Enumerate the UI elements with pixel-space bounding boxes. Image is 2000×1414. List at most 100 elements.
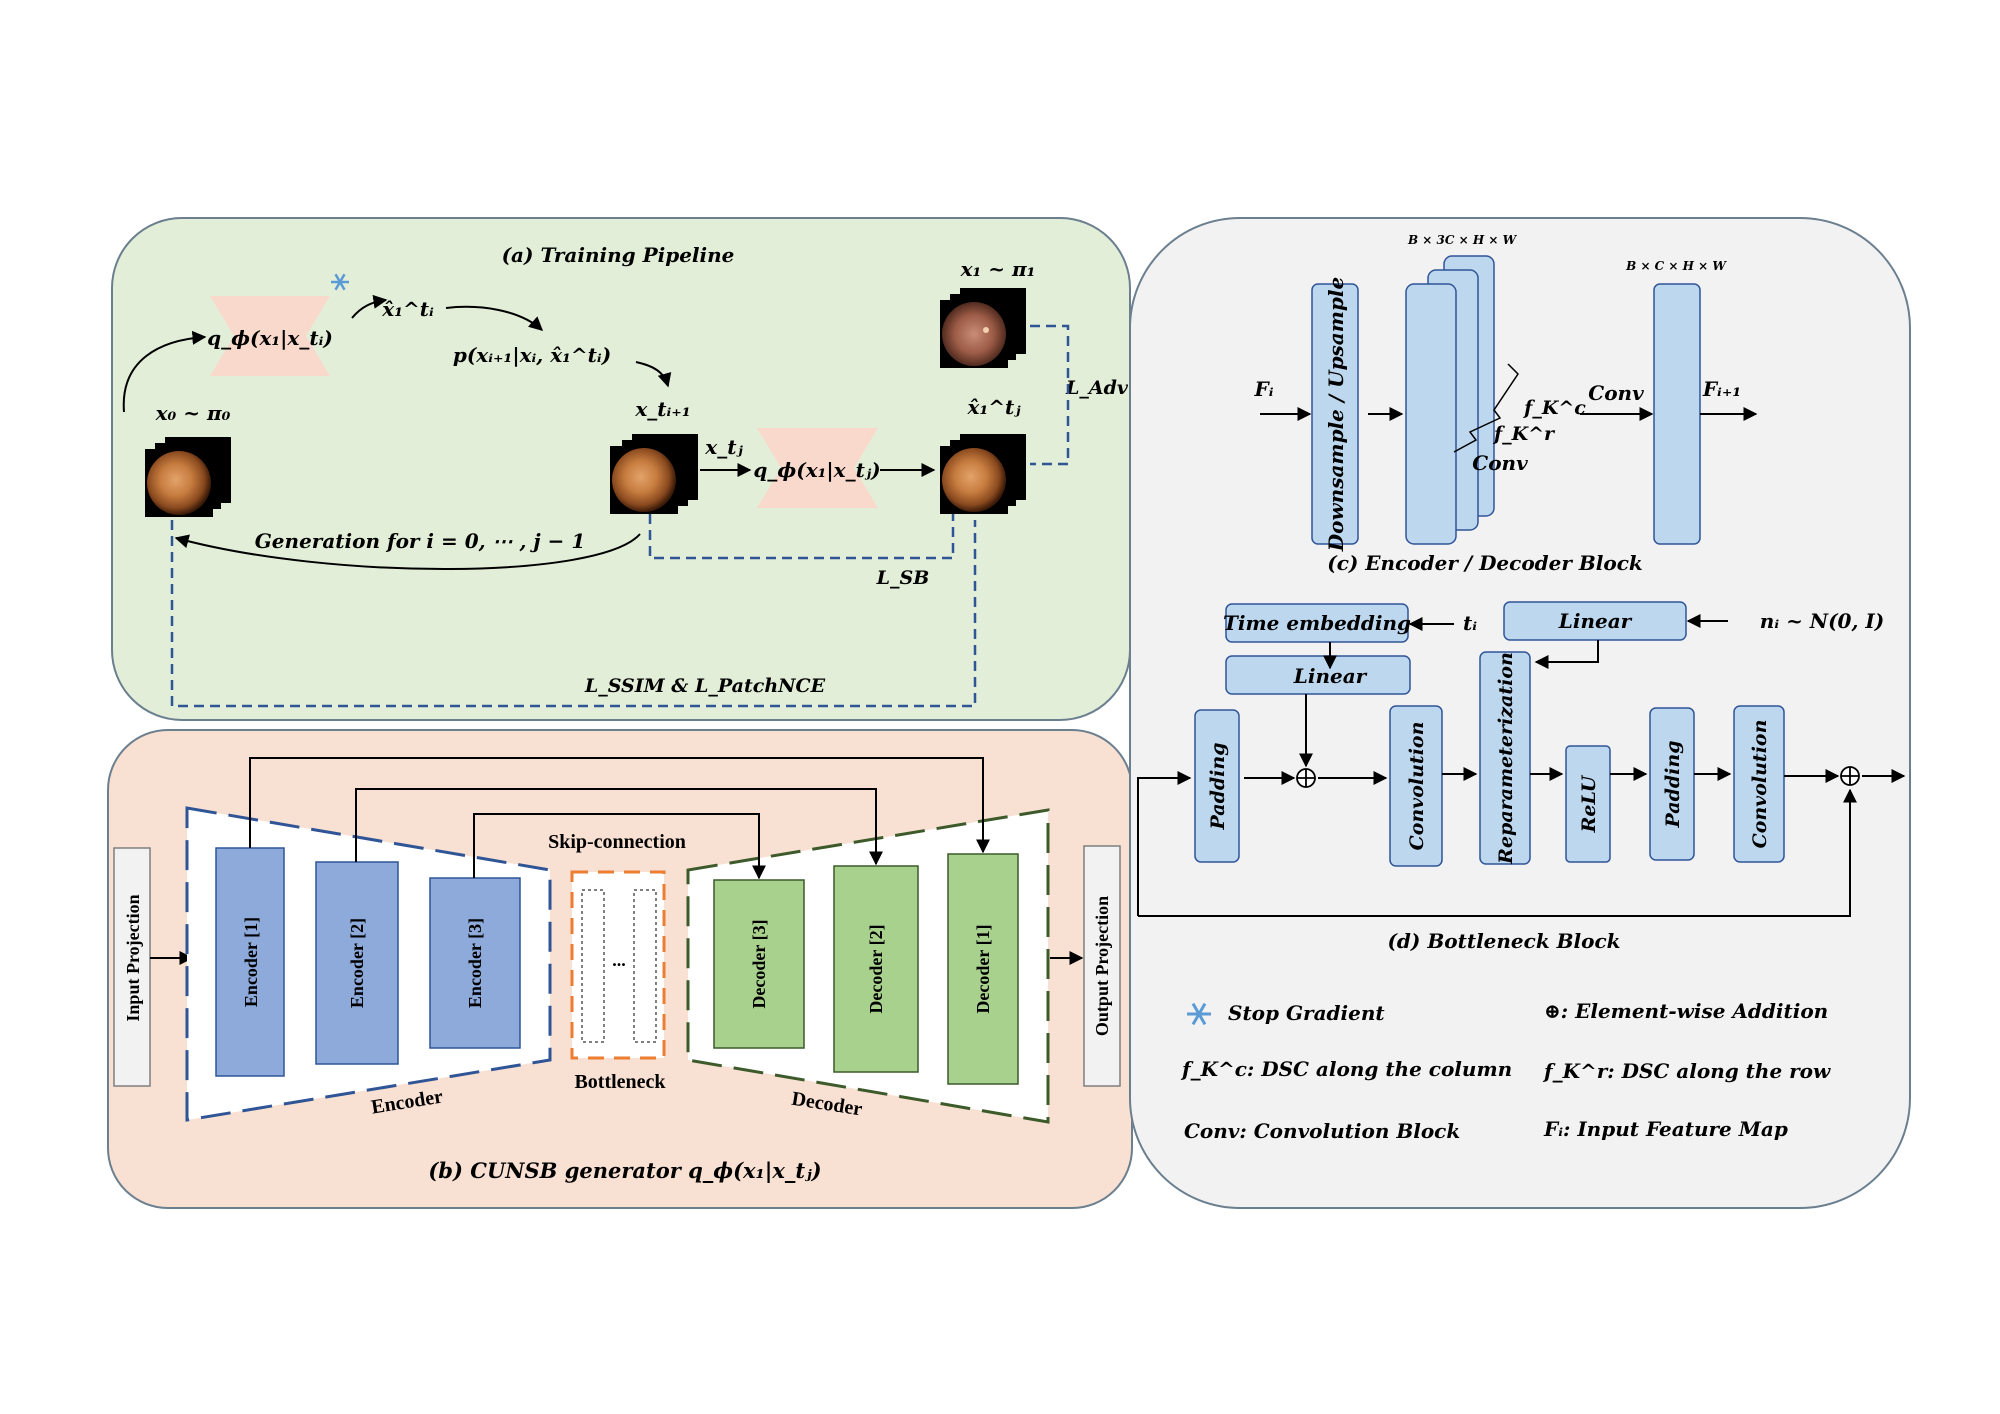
input-projection-label: Input Projection (123, 894, 143, 1021)
downsample-upsample-label: Downsample / Upsample (1324, 277, 1348, 552)
arrow-x0-to-q (122, 330, 207, 413)
decoder-3-label: Decoder [3] (749, 919, 769, 1008)
padding-box-1 (1194, 709, 1240, 863)
time-embedding-label: Time embedding (1223, 611, 1411, 635)
padding-label-1: Padding (1207, 743, 1229, 831)
shape-3c-label: B × 3C × H × W (1407, 233, 1518, 247)
downsample-upsample-box (1311, 283, 1359, 545)
convolution-label-1: Convolution (1406, 722, 1428, 851)
input-projection-box (113, 847, 151, 1087)
time-embedding-box (1225, 603, 1409, 643)
convolution-box-2 (1733, 705, 1785, 863)
q-network-shape-tj (757, 428, 878, 508)
fkc-label: f_K^c (1522, 397, 1586, 419)
legend-fkc: f_K^c: DSC along the column (1180, 1057, 1512, 1081)
snowflake-icon (331, 273, 349, 291)
fi1-label: Fᵢ₊₁ (1702, 377, 1741, 401)
l-adv-dashed-line (1030, 324, 1070, 466)
residual-connection (1138, 788, 1857, 917)
stop-gradient-snowflake-icon (1187, 1002, 1211, 1026)
relu-box (1565, 745, 1611, 863)
skip-connection-3 (473, 813, 766, 880)
shape-c-label: B × C × H × W (1625, 259, 1727, 273)
panel-d-bottleneck-block: Time embedding tᵢ Linear Linear nᵢ ~ N(0… (1137, 601, 1906, 953)
skip-connection-2 (355, 788, 883, 866)
linear-box-2 (1503, 601, 1687, 641)
legend: Stop Gradient ⊕: Element-wise Addition f… (1180, 999, 1831, 1143)
image-stack-x0 (145, 437, 231, 517)
l-adv-label: L_Adv (1065, 377, 1129, 399)
xhat-ti-label: x̂₁^tᵢ (381, 297, 434, 321)
decoder-1-label: Decoder [1] (973, 924, 993, 1013)
bottleneck-dots: ... (612, 950, 626, 970)
image-stack-x1 (940, 288, 1026, 368)
q-network-shape-ti (210, 296, 330, 376)
decoder-2-label: Decoder [2] (866, 924, 886, 1013)
image-stack-x-ti1 (610, 434, 698, 514)
noise-label: nᵢ ~ N(0, I) (1760, 609, 1884, 633)
output-feature-box (1653, 283, 1701, 545)
fkr-label: f_K^r (1492, 423, 1556, 445)
panel-c-title: (c) Encoder / Decoder Block (1327, 551, 1643, 575)
l-ssim-dashed-line (170, 520, 977, 708)
panel-c-encoder-decoder-block: B × 3C × H × W B × C × H × W Downsample … (1254, 233, 1758, 575)
ti-label: tᵢ (1463, 611, 1477, 635)
x-ti1-label: x_tᵢ₊₁ (634, 397, 690, 421)
decoder-3-box (713, 879, 805, 1049)
encoder-2-label: Encoder [2] (347, 918, 367, 1008)
panel-a-training-pipeline: (a) Training Pipeline q_ϕ(x₁|x_tᵢ) q_ϕ(x… (111, 217, 1131, 721)
bottleneck-inner-right (633, 889, 657, 1043)
linear-label-2: Linear (1558, 609, 1633, 633)
legend-element-wise: ⊕: Element-wise Addition (1544, 999, 1828, 1023)
panel-a-title: (a) Training Pipeline (502, 243, 735, 267)
reparameterization-box (1479, 651, 1531, 865)
arrow-xhat-to-transition (445, 305, 544, 331)
sum-node-2 (1840, 766, 1860, 786)
bottleneck-inner-left (581, 889, 605, 1043)
encoder-1-box (215, 847, 285, 1077)
arrow-input-to-padding (1137, 771, 1192, 916)
convolution-label-2: Convolution (1749, 720, 1771, 849)
encoder-3-label: Encoder [3] (465, 918, 485, 1008)
generation-label: Generation for i = 0, ⋯ , j − 1 (255, 529, 586, 553)
x-tj-label: x_tⱼ (704, 435, 743, 459)
padding-box-2 (1649, 707, 1695, 861)
sum-node-1 (1296, 768, 1316, 788)
transition-label: p(xᵢ₊₁|xᵢ, x̂₁^tᵢ) (453, 343, 611, 367)
legend-stop-gradient: Stop Gradient (1228, 1001, 1385, 1025)
bottleneck-label: Bottleneck (574, 1071, 666, 1093)
fi-label: Fᵢ (1254, 377, 1274, 401)
arrow-generation-loop (174, 533, 641, 571)
q-network-label-tj: q_ϕ(x₁|x_tⱼ) (753, 458, 880, 482)
relu-label: ReLU (1578, 774, 1600, 833)
q-network-label-ti: q_ϕ(x₁|x_tᵢ) (207, 326, 333, 350)
skip-connection-1 (249, 757, 990, 854)
encoder-1-label: Encoder [1] (241, 917, 261, 1007)
padding-label-2: Padding (1662, 741, 1684, 829)
panel-b-title: (b) CUNSB generator q_ϕ(x₁|x_tⱼ) (428, 1158, 821, 1183)
legend-conv: Conv: Convolution Block (1184, 1119, 1460, 1143)
l-sb-dashed-line (648, 514, 955, 560)
linear-box-1 (1225, 655, 1411, 695)
image-stack-xhat-tj (940, 434, 1026, 514)
skip-connection-label: Skip-connection (548, 831, 686, 853)
arrow-transition-to-xti1 (635, 361, 672, 388)
convolution-box-1 (1389, 705, 1443, 867)
encoder-3-box (429, 877, 521, 1049)
dsc-bracket (1453, 363, 1519, 453)
output-projection-label: Output Projection (1092, 896, 1112, 1036)
decoder-1-box (947, 853, 1019, 1085)
legend-fi: Fᵢ: Input Feature Map (1543, 1117, 1788, 1141)
arrow-linear-to-reparam (1534, 640, 1599, 669)
reparameterization-label: Reparameterization (1495, 652, 1517, 865)
xhat-tj-label: x̂₁^tⱼ (967, 395, 1022, 419)
panel-b-generator: (b) CUNSB generator q_ϕ(x₁|x_tⱼ) Input P… (107, 729, 1133, 1209)
x1-label: x₁ ~ π₁ (960, 257, 1036, 281)
l-sb-label: L_SB (876, 567, 930, 589)
conv-label-bracket: Conv (1472, 451, 1528, 475)
x0-label: x₀ ~ π₀ (155, 401, 231, 425)
encoder-2-box (315, 861, 399, 1065)
output-projection-box (1083, 845, 1121, 1087)
decoder-2-box (833, 865, 919, 1073)
